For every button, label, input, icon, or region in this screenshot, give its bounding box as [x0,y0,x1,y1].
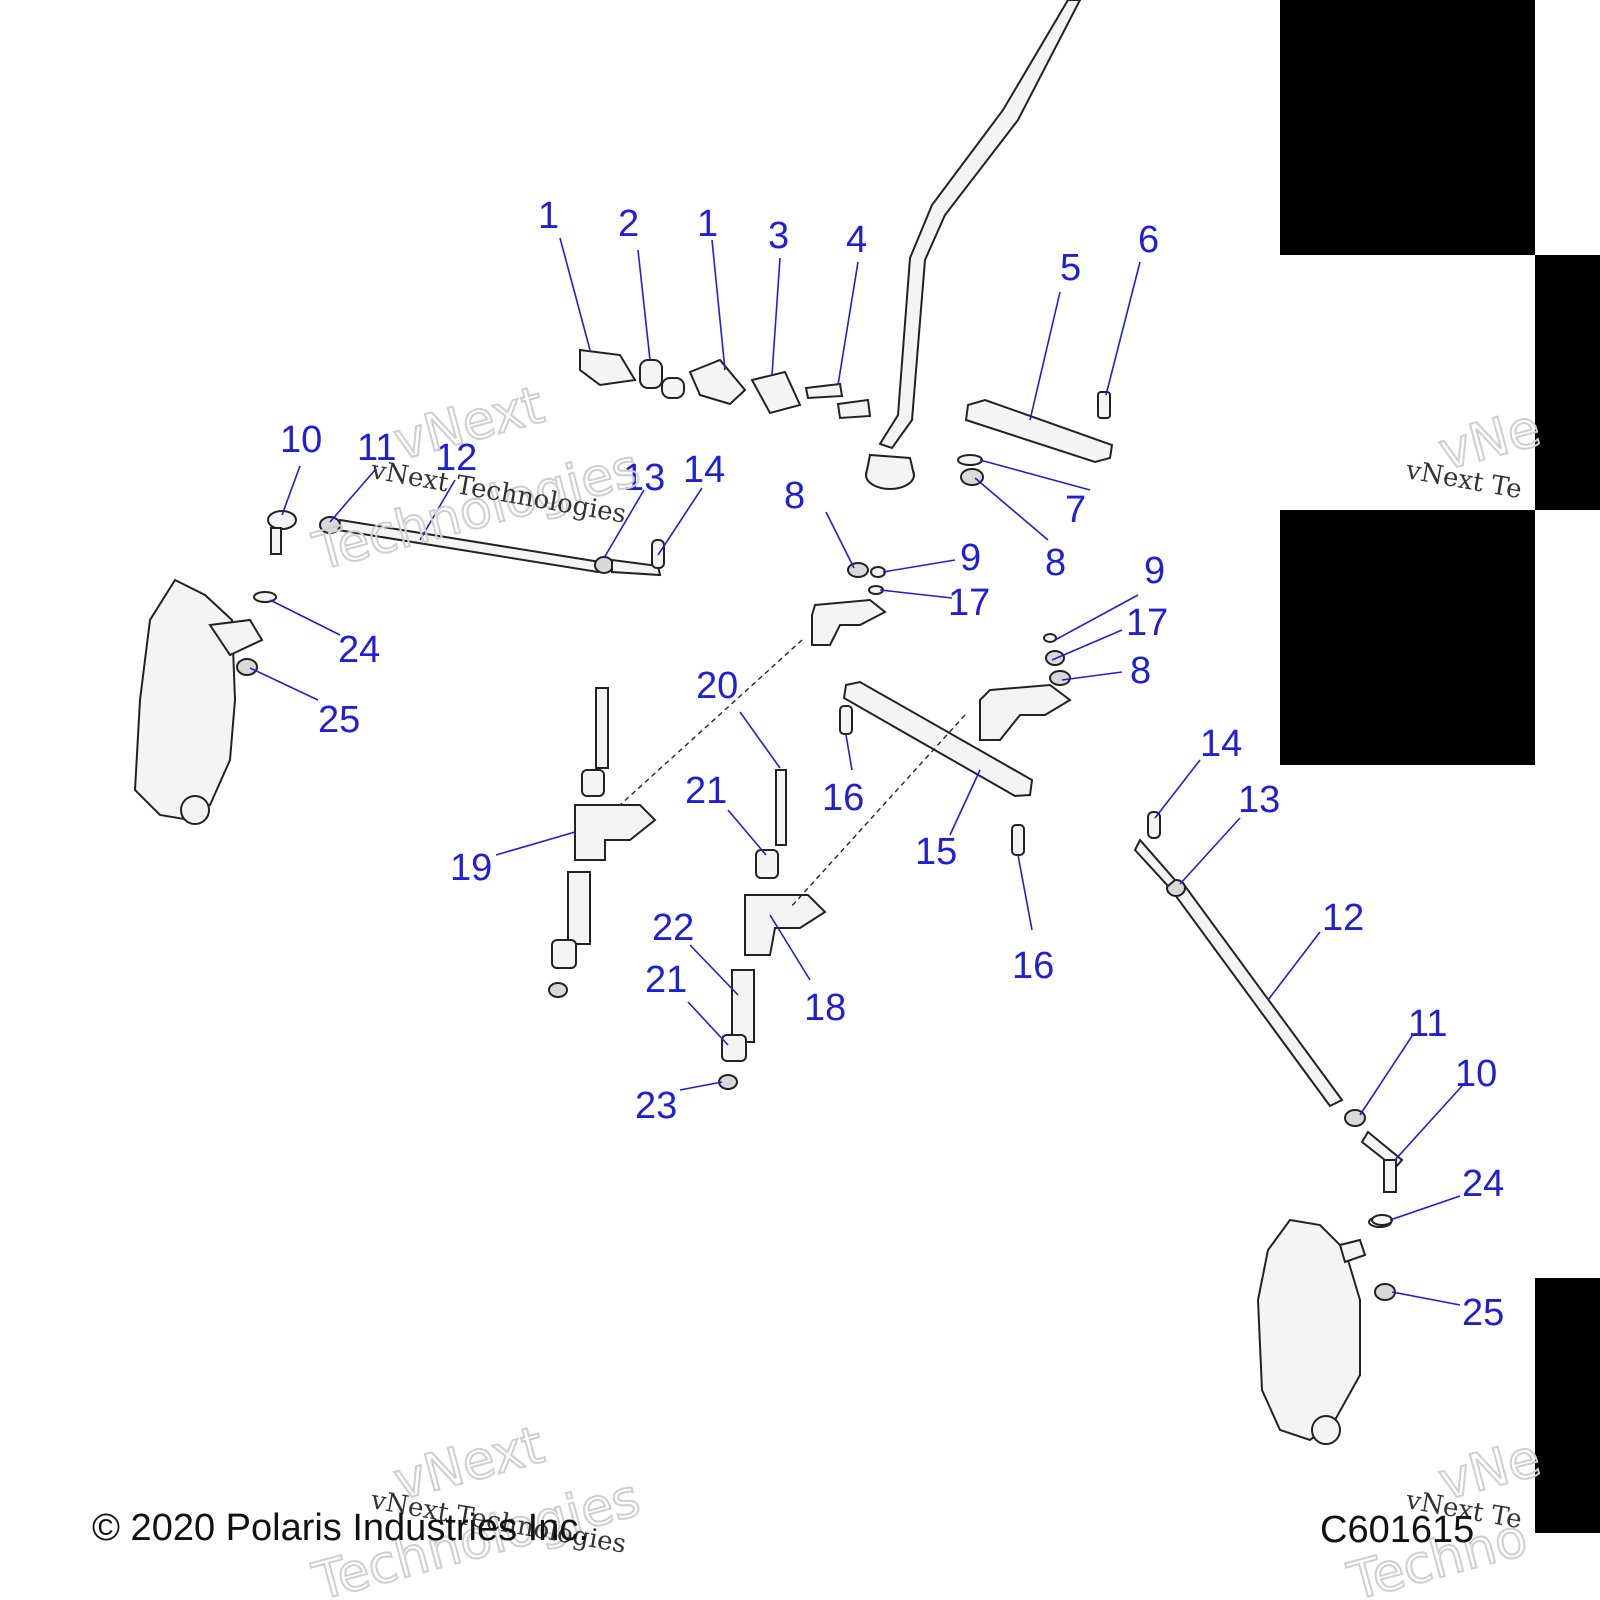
callout-8: 8 [784,475,805,517]
callout-23: 23 [635,1085,677,1127]
callout-7: 7 [1065,489,1086,531]
idler-arm-upper [811,562,887,646]
knuckle-right [1256,1216,1396,1445]
callout-21: 21 [685,770,727,812]
callout-12: 12 [435,437,477,479]
callout-12: 12 [1322,897,1364,939]
callout-17: 17 [948,582,990,624]
callout-21: 21 [645,959,687,1001]
callout-25: 25 [1462,1292,1504,1334]
leader-lines [249,237,1463,1306]
idler-arm-right [979,633,1072,741]
alignment-line-1 [619,639,803,806]
pitman-bar-assembly [957,391,1114,486]
callout-11: 11 [1408,1003,1447,1045]
callout-10: 10 [1455,1053,1497,1095]
callout-24: 24 [1462,1163,1504,1205]
callout-3: 3 [768,215,789,257]
steering-shaft [865,0,1082,490]
callout-22: 22 [652,907,694,949]
black-block-4 [1535,1278,1600,1533]
center-link [839,680,1034,856]
alignment-line-2 [789,714,966,909]
callout-labels: 1 2 1 3 4 5 6 7 8 8 8 9 9 10 10 11 11 12… [280,195,1504,1334]
callout-13: 13 [623,457,665,499]
callout-16: 16 [1012,945,1054,987]
black-block-1 [1280,0,1535,255]
idler-arm-18 [718,769,827,1090]
callout-4: 4 [846,219,867,261]
callout-25: 25 [318,699,360,741]
callout-18: 18 [804,987,846,1029]
callout-1: 1 [538,195,559,237]
callout-5: 5 [1060,247,1081,289]
callout-20: 20 [696,665,738,707]
tie-rod-left [267,510,665,577]
callout-16: 16 [822,777,864,819]
idler-arm-19 [548,687,657,998]
callout-13: 13 [1238,779,1280,821]
figure-code: C601615 [1320,1509,1474,1551]
steering-clamp-set [579,348,872,420]
callout-6: 6 [1138,219,1159,261]
callout-8: 8 [1130,650,1151,692]
black-block-3 [1280,510,1535,765]
knuckle-left [133,578,277,825]
callout-24: 24 [338,629,380,671]
callout-14: 14 [683,449,725,491]
tie-rod-right [1133,811,1404,1226]
callout-19: 19 [450,847,492,889]
callout-14: 14 [1200,723,1242,765]
callout-1: 1 [697,203,718,245]
copyright-text: © 2020 Polaris Industries Inc. [92,1507,589,1549]
callout-9: 9 [1144,550,1165,592]
black-block-2 [1535,255,1600,510]
callout-17: 17 [1126,602,1168,644]
callout-9: 9 [960,537,981,579]
callout-10: 10 [280,419,322,461]
callout-2: 2 [618,203,639,245]
callout-15: 15 [915,831,957,873]
callout-8: 8 [1045,542,1066,584]
callout-11: 11 [357,427,396,469]
